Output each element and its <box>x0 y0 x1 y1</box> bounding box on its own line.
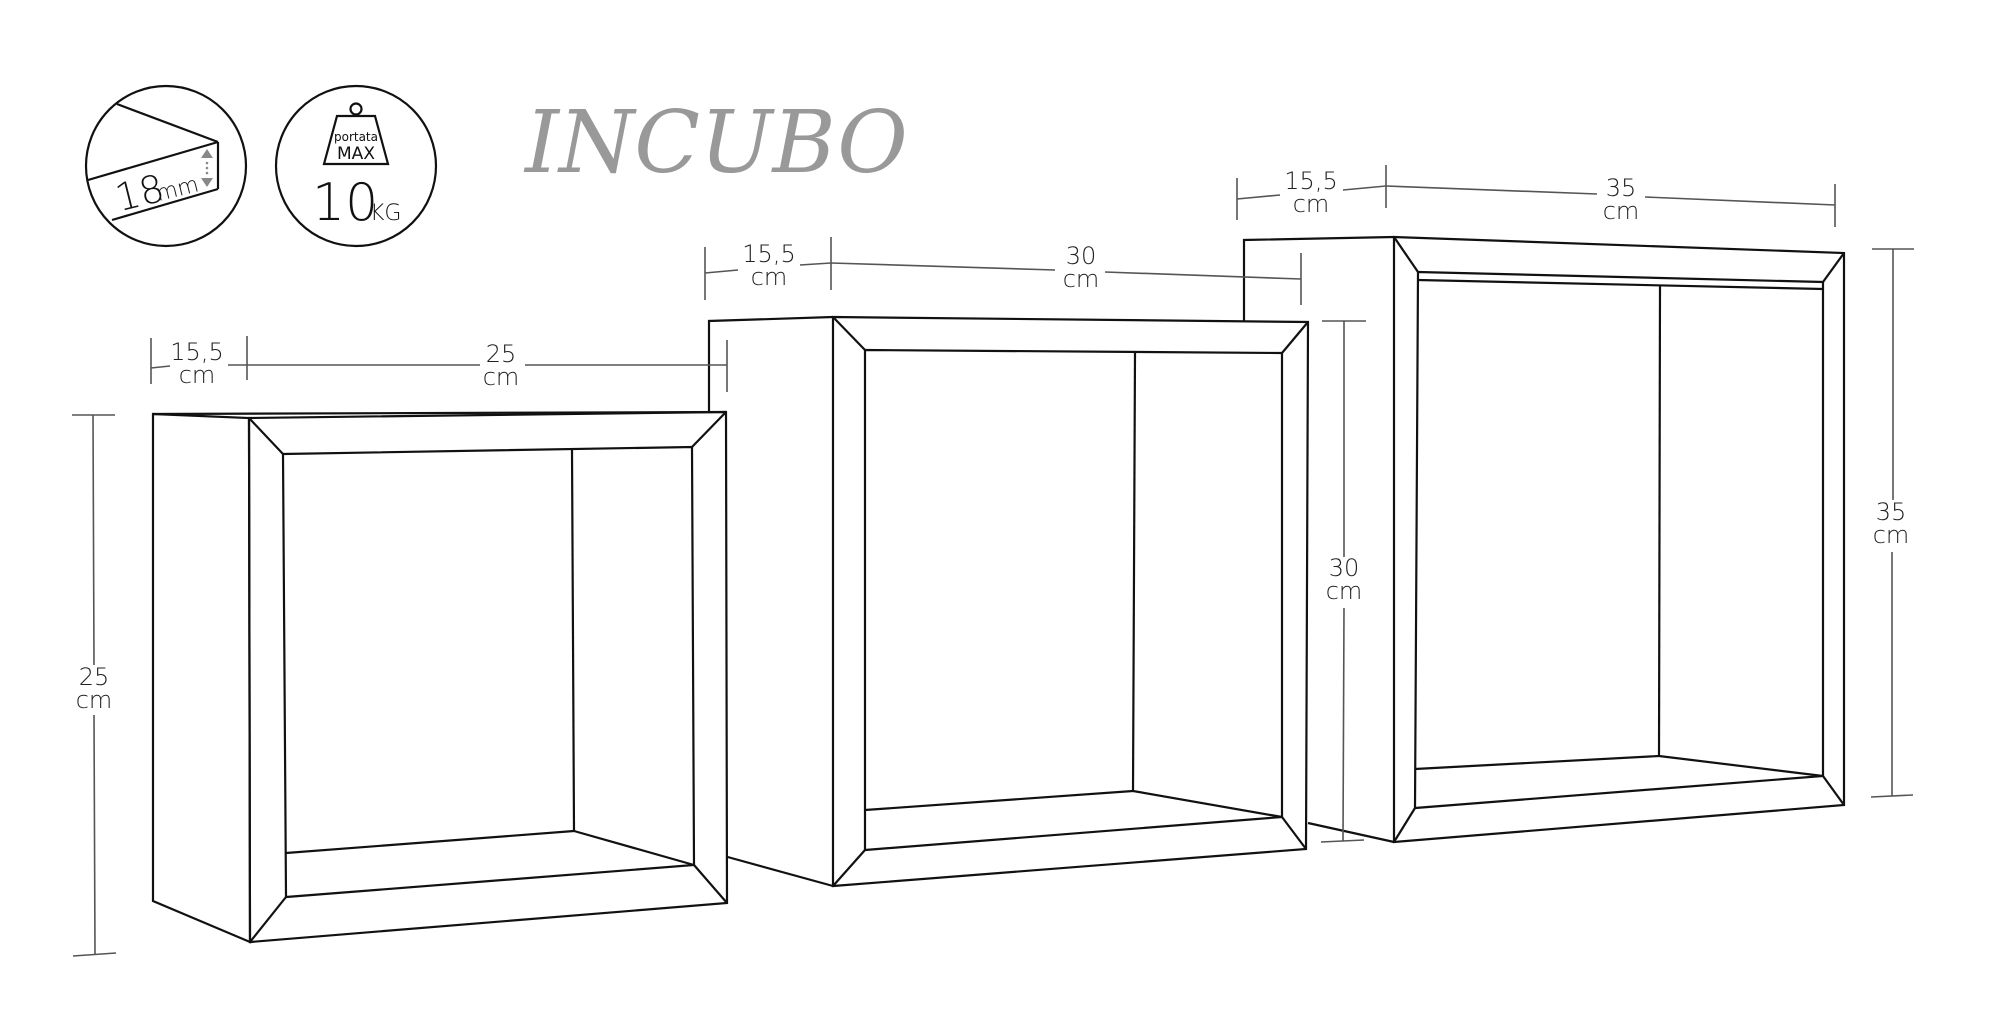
large-height-value: 35 <box>1876 498 1907 526</box>
max-load-badge: portata MAX 10 KG <box>274 84 438 248</box>
large-depth-unit: cm <box>1293 190 1330 218</box>
small-height-unit: cm <box>76 686 113 714</box>
cube-medium <box>707 315 1310 888</box>
small-width-unit: cm <box>483 363 520 391</box>
badge-circle <box>84 84 248 248</box>
large-depth-value: 15,5 <box>1284 167 1337 195</box>
dimension-medium-top: 15,5 cm 30 cm <box>704 237 1302 305</box>
large-width-value: 35 <box>1606 174 1637 202</box>
max-load-unit: KG <box>370 201 401 226</box>
medium-depth-unit: cm <box>751 263 788 291</box>
panel-thickness-icon <box>87 102 220 222</box>
dimension-small-height: 25 cm <box>72 414 117 957</box>
small-depth-value: 15,5 <box>170 338 223 366</box>
max-load-value: 10 <box>312 173 378 233</box>
cube-large <box>1242 235 1846 844</box>
medium-height-unit: cm <box>1326 577 1363 605</box>
dimension-small-top: 15,5 cm 25 cm <box>150 336 728 392</box>
small-depth-unit: cm <box>179 361 216 389</box>
arrow-up-icon <box>201 149 213 158</box>
dimension-medium-height: 30 cm <box>1320 320 1366 843</box>
large-height-unit: cm <box>1873 521 1910 549</box>
small-height-value: 25 <box>79 663 110 691</box>
arrow-down-icon <box>201 178 213 187</box>
medium-width-unit: cm <box>1063 265 1100 293</box>
portata-label: portata <box>334 130 378 144</box>
medium-depth-value: 15,5 <box>742 240 795 268</box>
small-width-value: 25 <box>486 340 517 368</box>
dimension-large-height: 35 cm <box>1870 248 1914 798</box>
large-width-unit: cm <box>1603 197 1640 225</box>
max-label: MAX <box>337 144 375 164</box>
weight-icon <box>322 102 390 166</box>
medium-width-value: 30 <box>1066 242 1097 270</box>
medium-height-value: 30 <box>1329 554 1360 582</box>
product-title: INCUBO <box>523 93 908 193</box>
cube-small <box>151 410 729 944</box>
thickness-badge: 18 mm <box>84 84 248 248</box>
dimension-large-top: 15,5 cm 35 cm <box>1236 165 1836 227</box>
thickness-unit: mm <box>154 172 202 207</box>
badge-circle <box>274 84 438 248</box>
